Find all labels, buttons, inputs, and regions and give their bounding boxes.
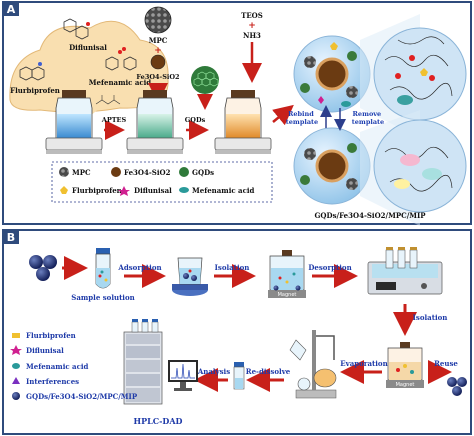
legend-mpc: MPC [72,168,91,177]
magnet-beaker-1: Magnet [268,250,306,298]
fe3o4-particle-icon [150,54,166,70]
flurbiprofen-structure [19,66,45,81]
magnet-label-2: Magnet [396,382,415,388]
label-rebind: Rebind template [286,110,318,126]
step-desorption: Desorption [308,263,351,272]
magnet-label-1: Magnet [278,292,297,298]
legend-b-mefenamic: Mefenamic acid [26,362,89,371]
legend-diflunisal: Diflunisal [134,186,172,195]
step-evaporation: Evaporation [340,359,387,368]
magnet-beaker-2: Magnet [386,342,424,388]
legend-gqds: GQDs [192,168,214,177]
panel-b-letter: B [7,231,15,244]
sample-tube-icon [95,248,111,289]
legend-b-mip: GQDs/Fe3O4-SiO2/MPC/MIP [26,392,138,401]
ultrasonic-bath-icon [367,247,443,295]
step-isolation-2: Isolation [413,313,448,322]
step-isolation-1: Isolation [215,263,250,272]
step-sample-solution: Sample solution [71,293,134,302]
cloud-label-mefenamic: Mefenamic acid [89,78,152,87]
step-reuse: Reuse [434,359,458,368]
mip-particle-template-removed [293,127,371,205]
mip-particle-with-template [293,35,371,113]
vial-icon [233,362,245,390]
rotary-evaporator-icon [289,330,337,399]
label-remove: Remove template [352,110,384,126]
legend-flurbiprofen-icon [60,186,68,194]
panel-a-legend: MPC Fe3O4-SiO2 GQDs Flurbiprofen Difluni… [51,161,273,203]
bottle-2 [126,90,184,154]
reagent-group-2: TEOS + NH3 [148,11,263,110]
legend-b-flurbiprofen-icon [12,333,20,338]
cloud-label-diflunisal: Diflunisal [69,43,107,52]
legend-gqds-icon [179,167,189,177]
mip-beads-cluster [29,255,57,281]
bottle-1 [45,90,103,154]
legend-b-mip-icon [12,392,20,400]
legend-b-diflunisal: Diflunisal [26,346,64,355]
arrow-to-mip [272,104,294,126]
reagent-fe3o4: Fe3O4-SiO2 [136,73,179,81]
reagent-nh3: NH3 [243,31,261,40]
panel-b-badge [3,230,19,244]
reagent-plus-2: + [248,21,256,31]
legend-flurbiprofen: Flurbiprofen [72,186,122,195]
step-label-gqds: GQDs [185,116,206,124]
panel-b: B Sample solution Adsorption [2,229,472,435]
stirrer-beaker-icon [172,257,208,296]
step-adsorption: Adsorption [117,263,161,272]
panel-a: A Diflunisal Flurbiprofen [2,1,472,226]
legend-b-diflunisal-icon [10,345,22,355]
mpc-particle-icon [144,6,172,34]
reagent-mpc: MPC [149,36,168,45]
legend-fe3o4-icon [111,167,121,177]
step-redissolve: Re-dissolve [246,367,291,376]
gqd-cluster-icon [191,66,219,94]
bottle-3 [214,90,272,154]
legend-fe3o4: Fe3O4-SiO2 [124,168,171,177]
legend-b-interferences-icon [12,377,20,384]
zoom-view-top [373,27,467,121]
hplc-instrument-icon [123,319,163,405]
panel-a-badge [3,2,19,16]
diflunisal-structure [63,18,89,40]
legend-b-interferences: Interferences [26,377,79,386]
mefenamic-structure [105,56,137,71]
zoom-view-bottom [373,119,467,213]
product-label: GQDs/Fe3O4-SiO2/MPC/MIP [314,211,426,220]
legend-b-flurbiprofen: Flurbiprofen [26,331,76,340]
step-analysis: Analysis [197,367,230,376]
legend-mefenamic-icon [179,187,189,193]
template-clouds: Diflunisal Flurbiprofen Mefenamic acid [9,18,169,124]
legend-diflunisal-icon [118,186,130,196]
aptes-structure [95,95,121,105]
step-label-aptes: APTES [101,116,127,124]
reagent-group-1: MPC + Fe3O4-SiO2 [136,6,180,81]
reagent-teos: TEOS [241,11,263,20]
legend-b-mefenamic-icon [12,363,20,369]
reagent-plus-1: + [154,46,162,56]
panel-b-legend: Flurbiprofen Diflunisal Mefenamic acid I… [10,331,138,401]
legend-mefenamic: Mefenamic acid [192,186,255,195]
panel-a-letter: A [7,3,16,16]
reuse-beads-cluster [447,377,467,396]
cloud-label-flurbiprofen: Flurbiprofen [10,86,60,95]
legend-mpc-icon [59,167,69,177]
monitor-chromatogram-icon [168,360,198,391]
step-hplc-dad: HPLC-DAD [134,416,183,426]
